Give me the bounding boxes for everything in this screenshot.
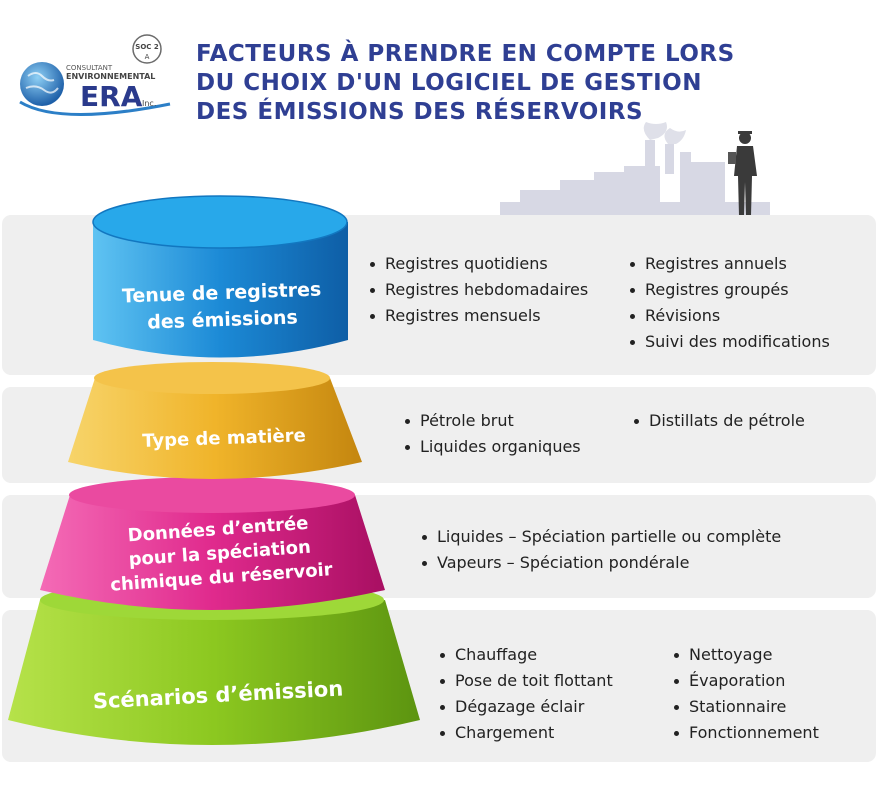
soc2-badge-icon: SOC 2 A xyxy=(132,34,162,64)
era-logo: SOC 2 A CONSULTANT ENVIRONNEMENTAL ERA I… xyxy=(19,34,171,117)
globe-icon xyxy=(19,62,171,117)
page-title: FACTEURS À PRENDRE EN COMPTE LORS DU CHO… xyxy=(196,40,836,127)
tier-1-list-col-1: Registres quotidiens Registres hebdomada… xyxy=(368,251,588,329)
tier-1-band xyxy=(92,195,348,358)
worker-silhouette-icon xyxy=(728,131,757,216)
list-item: Registres groupés xyxy=(628,277,830,303)
tier-1-list-col-2: Registres annuels Registres groupés Révi… xyxy=(628,251,830,355)
soc2-badge-text: SOC 2 xyxy=(135,43,159,51)
list-item: Suivi des modifications xyxy=(628,329,830,355)
list-item: Pétrole brut xyxy=(403,408,581,434)
list-item: Chargement xyxy=(438,720,613,746)
list-item: Distillats de pétrole xyxy=(632,408,805,434)
list-item: Pose de toit flottant xyxy=(438,668,613,694)
tier-2-band xyxy=(68,362,362,479)
list-item: Registres hebdomadaires xyxy=(368,277,588,303)
title-line-2: DU CHOIX D'UN LOGICIEL DE GESTION xyxy=(196,70,702,96)
tier-1-label-line-2: des émissions xyxy=(147,306,298,333)
list-item: Registres quotidiens xyxy=(368,251,588,277)
title-line-1: FACTEURS À PRENDRE EN COMPTE LORS xyxy=(196,41,735,67)
logo-suffix: Inc. xyxy=(142,99,156,108)
tier-3-band xyxy=(40,477,385,610)
list-item: Registres annuels xyxy=(628,251,830,277)
logo-line2: ENVIRONNEMENTAL xyxy=(66,72,155,81)
tier-4-list-col-1: Chauffage Pose de toit flottant Dégazage… xyxy=(438,642,613,746)
list-item: Stationnaire xyxy=(672,694,819,720)
list-item: Chauffage xyxy=(438,642,613,668)
list-item: Liquides organiques xyxy=(403,434,581,460)
tier-4-list-col-2: Nettoyage Évaporation Stationnaire Fonct… xyxy=(672,642,819,746)
list-item: Dégazage éclair xyxy=(438,694,613,720)
list-item: Nettoyage xyxy=(672,642,819,668)
list-item: Liquides – Spéciation partielle ou compl… xyxy=(420,524,781,550)
tier-2-list-col-2: Distillats de pétrole xyxy=(632,408,805,434)
soc2-badge-subtext: A xyxy=(145,53,150,61)
logo-brand: ERA xyxy=(80,80,143,113)
tier-3-list: Liquides – Spéciation partielle ou compl… xyxy=(420,524,781,576)
list-item: Révisions xyxy=(628,303,830,329)
list-item: Fonctionnement xyxy=(672,720,819,746)
list-item: Évaporation xyxy=(672,668,819,694)
title-line-3: DES ÉMISSIONS DES RÉSERVOIRS xyxy=(196,99,644,125)
logo-line1: CONSULTANT xyxy=(66,64,113,72)
tier-2-list-col-1: Pétrole brut Liquides organiques xyxy=(403,408,581,460)
list-item: Vapeurs – Spéciation pondérale xyxy=(420,550,781,576)
list-item: Registres mensuels xyxy=(368,303,588,329)
